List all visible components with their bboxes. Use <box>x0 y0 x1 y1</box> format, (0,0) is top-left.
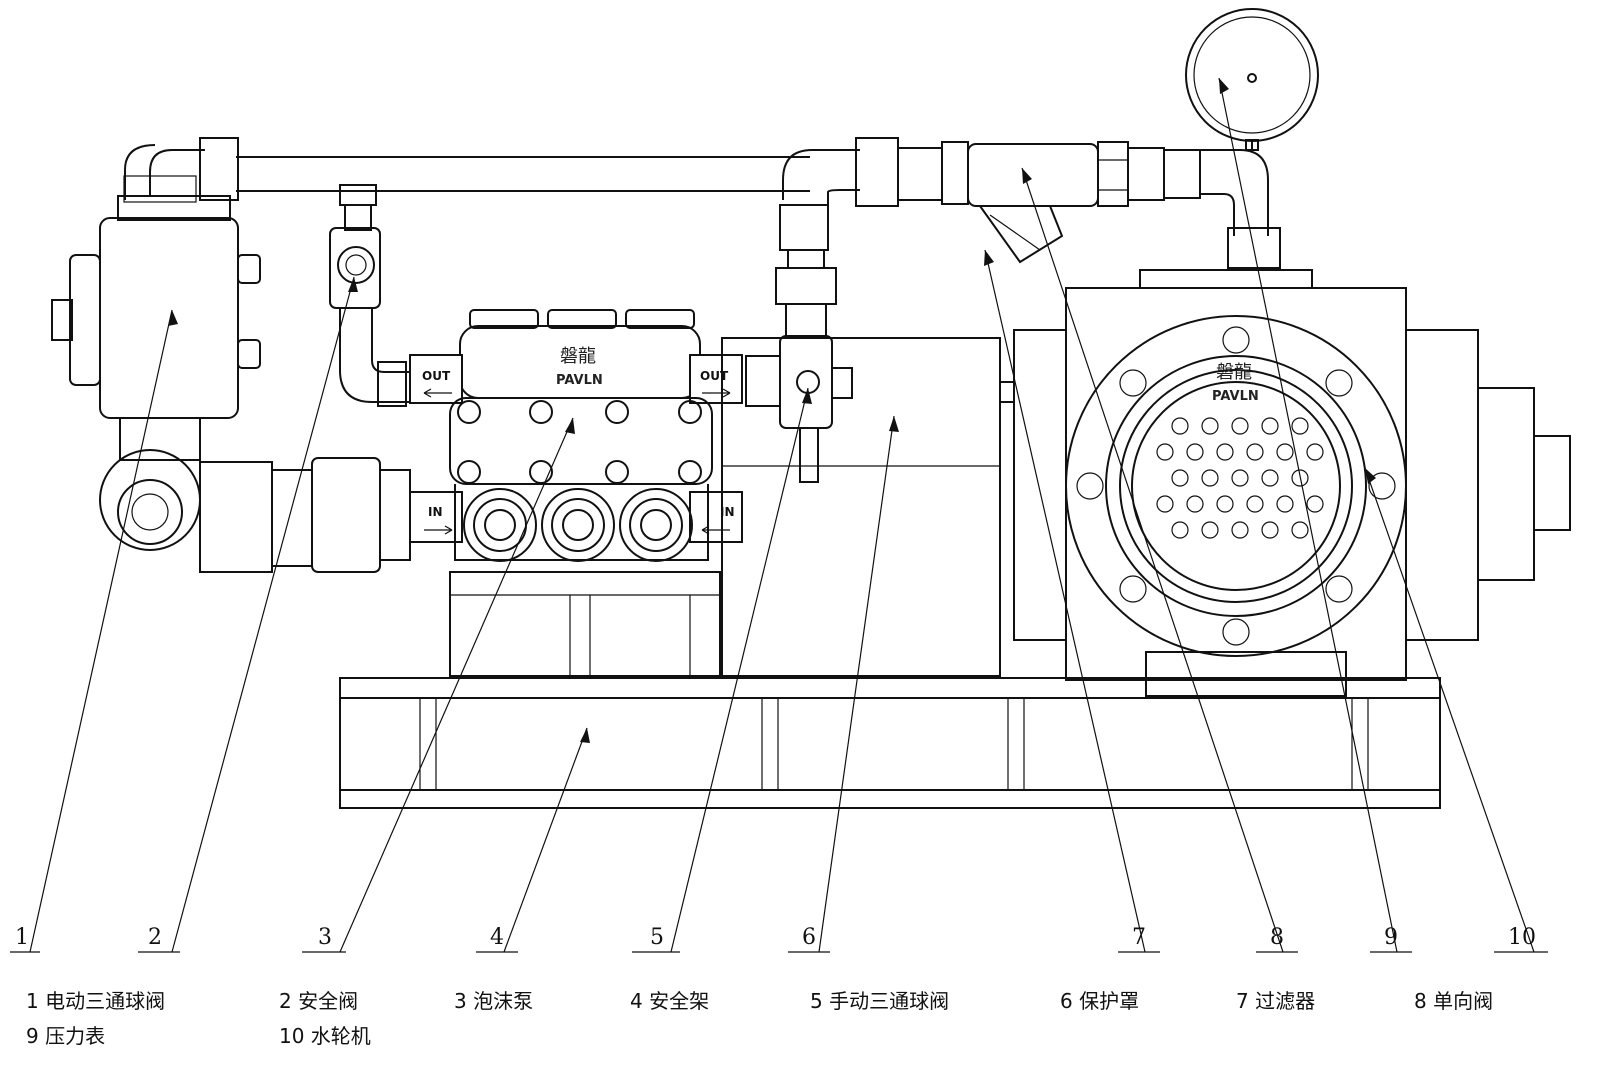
callout-3: 3 <box>318 925 332 950</box>
legend-item-6: 6 保护罩 <box>1060 989 1140 1013</box>
callout-10: 10 <box>1508 925 1536 950</box>
discharge-pipe <box>855 137 1281 269</box>
legend-item-1: 1 电动三通球阀 <box>26 989 166 1013</box>
callout-7: 7 <box>1132 925 1146 950</box>
return-pipe <box>123 137 810 203</box>
turbine-brand-chinese: 磐龍 <box>1216 362 1252 383</box>
legend-item-8: 8 单向阀 <box>1414 989 1494 1013</box>
legend-row-1: 1 电动三通球阀 2 安全阀 3 泡沫泵 4 安全架 5 手动三通球阀 6 保护… <box>26 985 1586 1015</box>
leader-arrowheads <box>168 78 1376 743</box>
legend-row-2: 9 压力表 10 水轮机 <box>26 1020 626 1050</box>
callout-8: 8 <box>1270 925 1284 950</box>
legend-item-9: 9 压力表 <box>26 1024 106 1048</box>
brand-chinese: 磐龍 <box>560 346 596 367</box>
protective-cover <box>721 337 1015 677</box>
legend-item-4: 4 安全架 <box>630 989 710 1013</box>
check-valve <box>1098 159 1128 191</box>
callout-2: 2 <box>148 925 162 950</box>
callout-1: 1 <box>15 925 29 950</box>
brand-latin: PAVLN <box>556 373 603 388</box>
legend-item-2: 2 安全阀 <box>279 989 359 1013</box>
leader-lines <box>29 77 1535 953</box>
callout-5: 5 <box>650 925 664 950</box>
legend-item-10: 10 水轮机 <box>279 1024 371 1048</box>
legend-item-3: 3 泡沫泵 <box>454 989 534 1013</box>
turbine-screen-holes <box>1156 417 1324 539</box>
pressure-gauge <box>1185 8 1319 151</box>
pump-out-left-label: OUT <box>422 369 451 383</box>
pump-out-right-label: OUT <box>700 369 729 383</box>
foam-pump: OUT OUT 磐龍 PAVLN IN IN <box>409 309 743 677</box>
callout-4: 4 <box>490 925 504 950</box>
legend-item-7: 7 过滤器 <box>1236 989 1316 1013</box>
water-turbine: 磐龍 PAVLN <box>1013 269 1571 697</box>
pump-in-left-label: IN <box>428 505 443 519</box>
legend-item-5: 5 手动三通球阀 <box>810 989 950 1013</box>
pump-in-right-label: IN <box>720 505 735 519</box>
electric-three-way-ball-valve <box>51 195 411 573</box>
turbine-brand-latin: PAVLN <box>1212 389 1259 404</box>
filter <box>967 143 1099 264</box>
callout-6: 6 <box>802 925 816 950</box>
callout-9: 9 <box>1384 925 1398 950</box>
manual-three-way-ball-valve <box>745 149 860 483</box>
safety-valve <box>329 184 410 407</box>
safety-frame <box>339 677 1441 809</box>
